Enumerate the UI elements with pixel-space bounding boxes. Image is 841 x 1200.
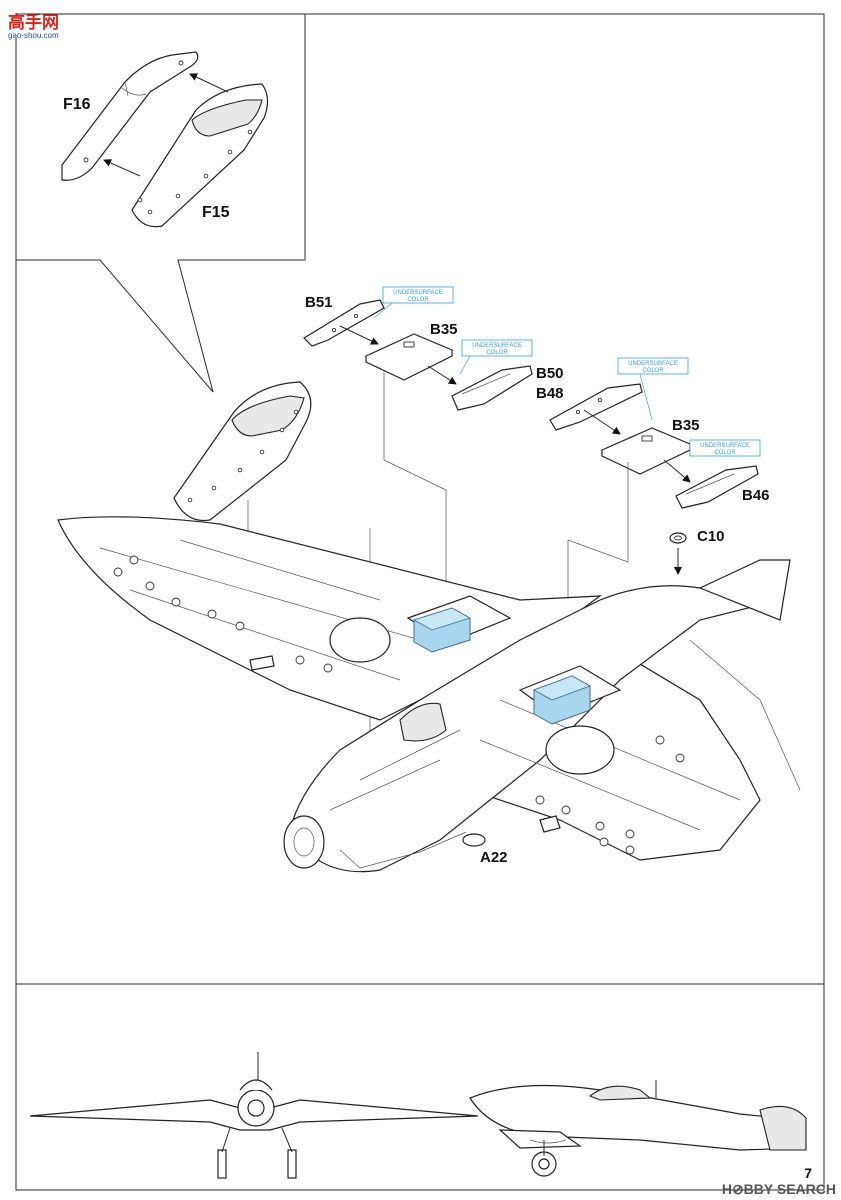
watermark-hobbysearch: H⊘BBY SEARCH	[722, 1181, 836, 1197]
svg-text:UNDERSURFACE: UNDERSURFACE	[700, 443, 750, 449]
watermark-sub: gao-shou.com	[8, 31, 59, 40]
label-c10: C10	[697, 528, 725, 545]
page-border	[15, 13, 825, 1191]
label-b35-right: B35	[672, 417, 700, 434]
label-f15: F15	[202, 204, 230, 221]
svg-text:COLOR: COLOR	[642, 368, 664, 374]
part-a22-shape	[462, 833, 486, 847]
color-note-2: UNDERSURFACE COLOR	[459, 339, 533, 375]
svg-text:UNDERSURFACE: UNDERSURFACE	[472, 343, 522, 349]
page-number: 7	[804, 1165, 812, 1181]
label-a22: A22	[480, 849, 508, 866]
label-b50: B50	[536, 365, 564, 382]
part-f16-shape	[61, 51, 199, 181]
svg-text:COLOR: COLOR	[486, 350, 508, 356]
airframe-drawing	[57, 516, 801, 873]
color-note-1: UNDERSURFACE COLOR	[373, 286, 454, 319]
cowling-part	[173, 381, 312, 522]
gun-bay-parts	[247, 299, 759, 790]
watermark-main: 高手网	[8, 12, 59, 32]
label-b46: B46	[742, 487, 770, 504]
side-view	[469, 1080, 807, 1177]
part-b48-shape	[549, 383, 643, 431]
svg-text:UNDERSURFACE: UNDERSURFACE	[393, 290, 443, 296]
inset-detail: F16 F15	[16, 13, 306, 393]
color-note-3: UNDERSURFACE COLOR	[617, 357, 689, 421]
watermark-logo: 高手网 gao-shou.com	[6, 8, 68, 40]
wing-rivets	[113, 555, 685, 855]
part-b51-shape	[303, 299, 385, 347]
svg-text:UNDERSURFACE: UNDERSURFACE	[628, 361, 678, 367]
front-view	[29, 1052, 479, 1179]
svg-text:COLOR: COLOR	[714, 450, 736, 456]
label-b48: B48	[536, 385, 564, 402]
label-b35-left: B35	[430, 321, 458, 338]
label-b51: B51	[305, 294, 333, 311]
color-note-4: UNDERSURFACE COLOR	[689, 439, 761, 457]
part-b50-shape	[451, 365, 533, 411]
label-f16: F16	[63, 96, 91, 113]
part-b46-shape	[675, 465, 759, 509]
svg-text:COLOR: COLOR	[407, 297, 429, 303]
